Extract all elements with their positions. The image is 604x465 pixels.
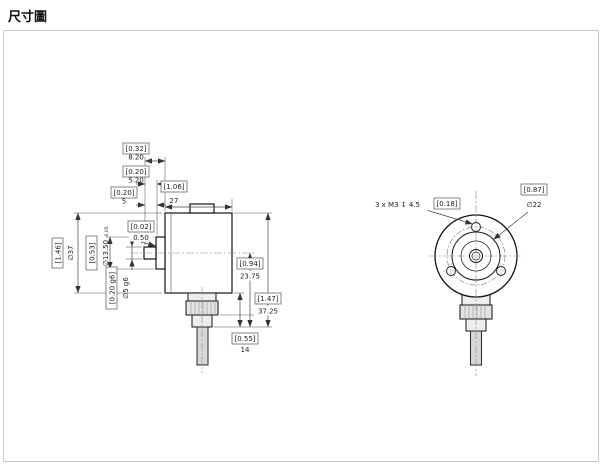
dim-dia13-50-tol-label: -0.05 [104, 226, 110, 238]
dim-37-25-inch-label: [1.47] [257, 295, 278, 303]
dim-dia22-inch-label: [0.87] [523, 186, 544, 194]
side-view-dimensions: [0.32] 8.20 [0.20] 5.20 [0.20] 5 [1.06] … [51, 142, 282, 354]
dim-8-20-mm-label: 8.20 [128, 154, 144, 162]
dim-8-20-inch-label: [0.32] [125, 145, 146, 153]
dim-5: [0.20] 5 [110, 186, 138, 206]
dim-14-inch-label: [0.55] [234, 335, 255, 343]
shaft-bore-circle [471, 251, 481, 261]
dim-23-75-mm-label: 23.75 [240, 273, 260, 281]
page-title: 尺寸圖 [8, 9, 48, 24]
dim-dia13-50: ∅13.50 -0.05 [0.53] [85, 226, 110, 271]
dimension-drawing: [0.32] 8.20 [0.20] 5.20 [0.20] 5 [1.06] … [51, 142, 548, 376]
dim-dia5-g6-inch-label: [0.20 g6] [109, 272, 117, 304]
dim-37-25: [1.47] 37.25 [254, 292, 282, 316]
dim-0-50-inch-label: [0.02] [130, 223, 151, 231]
thread-callout-leader [427, 210, 473, 225]
dim-5-inch-label: [0.20] [113, 189, 134, 197]
front-view-callouts: 3 x M3 ↧ 4.5 [0.18] [0.87] ∅22 [375, 183, 548, 240]
dim-37-25-mm-label: 37.25 [258, 308, 278, 316]
dim-5-20: [0.20] 5.20 [122, 165, 150, 185]
gland-knurling [190, 301, 216, 315]
pilot-boss-circle [460, 240, 492, 272]
dim-5-20-inch-label: [0.20] [125, 168, 146, 176]
dim-27-mm-label: 27 [170, 197, 179, 205]
dim-dia13-50-inch-label: [0.53] [89, 242, 97, 263]
dim-14: [0.55] 14 [231, 332, 259, 354]
dim-dia5-g6-mm-label: ∅5 g6 [122, 277, 130, 299]
bolt-circle [446, 226, 506, 286]
dim-27: [1.06] 27 [160, 180, 188, 205]
dim-dia22-mm-label: ∅22 [526, 201, 541, 209]
thread-callout-label: 3 x M3 ↧ 4.5 [375, 201, 420, 209]
thread-callout-inch-label: [0.18] [436, 200, 457, 208]
shaft-circle [469, 249, 483, 263]
dim-23-75-inch-label: [0.94] [239, 260, 260, 268]
dim-14-mm-label: 14 [241, 346, 250, 354]
dim-dia37: ∅37 [1.46] [51, 237, 75, 269]
dim-8-20: [0.32] 8.20 [122, 142, 150, 162]
dim-5-20-mm-label: 5.20 [128, 177, 144, 185]
cable [196, 326, 209, 366]
drawing-panel: [0.32] 8.20 [0.20] 5.20 [0.20] 5 [1.06] … [3, 30, 599, 462]
dim-dia37-mm-label: ∅37 [67, 245, 75, 260]
front-gland-knurling [464, 305, 486, 319]
dim-dia5-g6: ∅5 g6 [0.20 g6] [105, 266, 130, 310]
dim-dia13-50-mm-label: ∅13.50 [102, 240, 110, 266]
dim-5-mm-label: 5 [122, 198, 126, 206]
dia22-leader [493, 211, 529, 240]
dim-dia37-inch-label: [1.46] [55, 242, 63, 263]
front-view [429, 191, 523, 376]
body-top-boss [189, 203, 215, 214]
dim-27-inch-label: [1.06] [163, 183, 184, 191]
dim-0-50-mm-label: 0.50 [133, 234, 149, 242]
dim-0-50: [0.02] 0.50 [127, 220, 155, 242]
dim-23-75: [0.94] 23.75 [236, 257, 264, 281]
hole-centerlines [443, 219, 509, 279]
